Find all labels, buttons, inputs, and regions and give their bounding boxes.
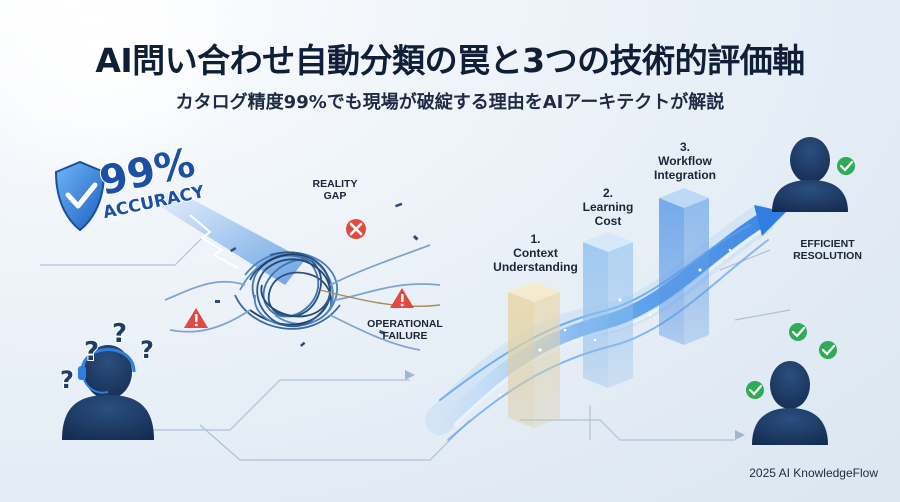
- confused-operator-icon: [62, 345, 154, 440]
- check-icon: [837, 157, 855, 175]
- operational-failure-label: OPERATIONAL FAILURE: [367, 318, 443, 342]
- shield-check-icon: [54, 160, 106, 232]
- arrow-icon: [405, 370, 415, 380]
- error-x-icon: [346, 219, 366, 239]
- pillar-1-label: 1. Context Understanding: [493, 232, 578, 274]
- check-icons-cluster: [746, 323, 837, 399]
- arrow-icon: [735, 430, 745, 440]
- flow-arrow-head-icon: [754, 205, 786, 236]
- pillar-2-learning: [583, 232, 633, 388]
- page-subtitle: カタログ精度99%でも現場が破綻する理由をAIアーキテクトが解説: [175, 92, 725, 113]
- page-title: AI問い合わせ自動分類の罠と3つの技術的評価軸: [95, 41, 805, 80]
- pillar-2-label: 2. Learning Cost: [582, 186, 634, 228]
- question-mark-icon: ?: [112, 319, 127, 349]
- efficient-resolution-label: EFFICIENT RESOLUTION: [793, 238, 862, 262]
- question-mark-icon: ?: [60, 366, 74, 394]
- warning-icon-right: [390, 288, 414, 308]
- check-icon: [789, 323, 807, 341]
- warning-icon-left: [184, 308, 208, 328]
- satisfied-user-icon-bottom: [752, 361, 828, 445]
- pillar-1-context: [508, 282, 560, 428]
- pillar-3-label: 3. Workflow Integration: [654, 140, 716, 182]
- check-icon: [746, 381, 764, 399]
- reality-gap-label: REALITY GAP: [312, 178, 358, 202]
- sparkles: [498, 248, 732, 397]
- pillar-3-workflow: [659, 188, 709, 345]
- satisfied-user-icon-top: [772, 137, 848, 212]
- tangled-wires: [164, 244, 441, 351]
- question-mark-icon: ?: [84, 337, 99, 367]
- check-icon: [819, 341, 837, 359]
- footer-credit: 2025 AI KnowledgeFlow: [749, 466, 878, 480]
- lightning-crack: [189, 214, 239, 269]
- question-mark-icon: ?: [140, 336, 154, 364]
- question-marks: ? ? ? ?: [59, 318, 155, 395]
